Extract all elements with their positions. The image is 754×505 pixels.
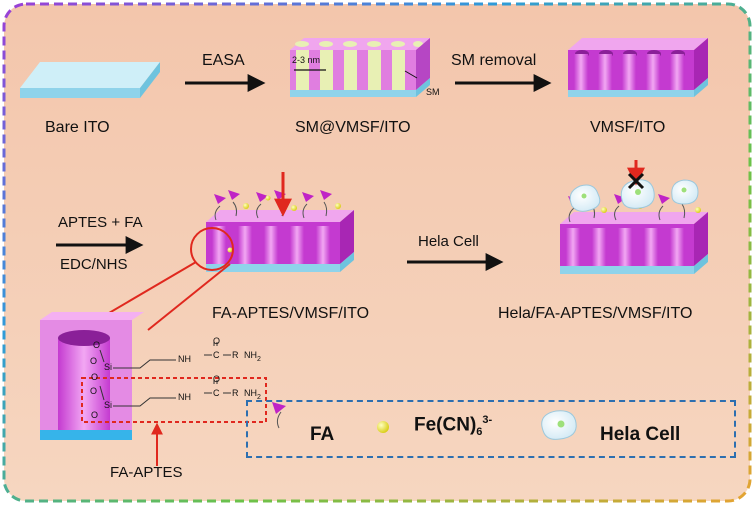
- fa-icon: [272, 402, 286, 429]
- chem-nh-2: NH: [178, 392, 191, 402]
- chem-o-5: O: [91, 410, 99, 420]
- fa-aptes-vmsf-ito-label: FA-APTES/VMSF/ITO: [212, 305, 370, 322]
- chem-c-1: C: [213, 350, 220, 360]
- vmsf-block: [568, 38, 708, 97]
- hela-cell-icon: [541, 410, 577, 440]
- sm-vmsf-ito-label: SM@VMSF/ITO: [295, 119, 411, 136]
- chemical-bonds: [99, 342, 231, 407]
- pore-size-label: 2-3 nm: [292, 55, 321, 65]
- legend-ferricyanide-label: Fe(CN)63-: [414, 414, 493, 439]
- chem-nh-1: NH: [178, 354, 191, 364]
- zoom-circle: [190, 227, 234, 271]
- legend-hela-label: Hela Cell: [600, 424, 681, 445]
- legend-fa-label: FA: [310, 424, 335, 445]
- chem-o-1: O: [93, 340, 101, 350]
- hela-fa-aptes-block: [560, 192, 708, 274]
- chem-nh2-1: NH2: [244, 350, 261, 363]
- hela-cells-on-surface: [569, 179, 699, 212]
- chem-o-top-1: O: [213, 336, 221, 346]
- vmsf-ito-label: VMSF/ITO: [590, 119, 666, 136]
- chem-o-4: O: [90, 386, 98, 396]
- chem-r-2: R: [232, 388, 239, 398]
- chem-o-3: O: [91, 372, 99, 382]
- hela-cell-step-label: Hela Cell: [418, 233, 479, 250]
- chem-r-1: R: [232, 350, 239, 360]
- edc-nhs-label: EDC/NHS: [60, 256, 128, 273]
- chem-si-2: Si: [104, 400, 113, 410]
- bare-ito-slab: [20, 62, 160, 98]
- aptes-fa-label: APTES + FA: [58, 214, 143, 231]
- easa-label: EASA: [202, 52, 245, 69]
- chem-si-1: Si: [104, 362, 113, 372]
- chem-o-2: O: [90, 356, 98, 366]
- zoom-line-2: [147, 263, 231, 331]
- chem-o-top-2: O: [213, 374, 221, 384]
- chem-nh2-2: NH2: [244, 388, 261, 401]
- zoomed-pore: [40, 312, 144, 440]
- sm-removal-label: SM removal: [451, 52, 537, 69]
- chem-c-2: C: [213, 388, 220, 398]
- ferricyanide-icon: [377, 421, 389, 433]
- legend-box: FA Fe(CN)63- Hela Cell: [246, 400, 736, 458]
- hela-fa-aptes-vmsf-ito-label: Hela/FA-APTES/VMSF/ITO: [498, 305, 693, 322]
- fa-aptes-label: FA-APTES: [110, 464, 183, 481]
- blocked-x-icon: [627, 172, 645, 190]
- sm-callout-label: SM: [426, 87, 440, 97]
- bare-ito-label: Bare ITO: [45, 119, 110, 136]
- sm-vmsf-block: [290, 38, 430, 97]
